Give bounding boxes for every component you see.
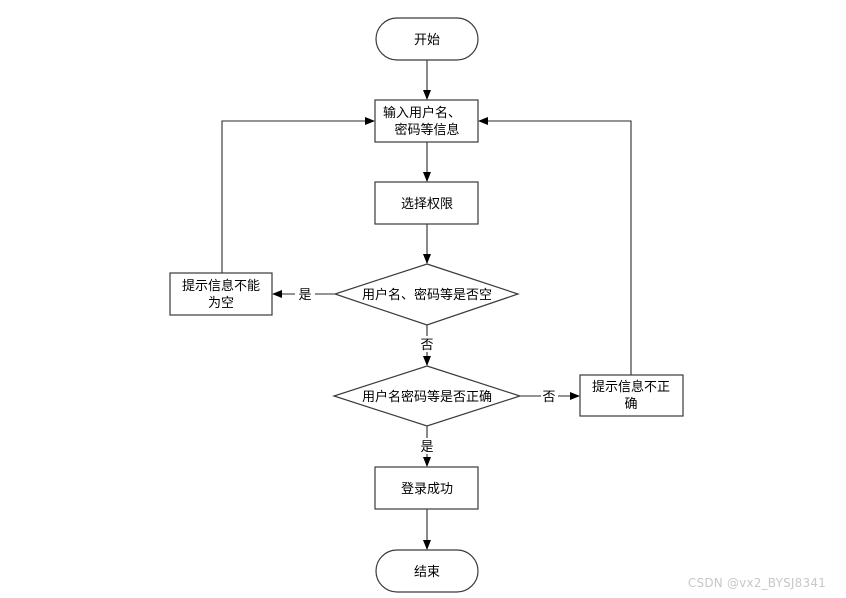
empty-tip-label-line2: 为空 <box>208 296 234 311</box>
start-label: 开始 <box>414 33 440 48</box>
edge-label-yes-empty: 是 <box>298 288 311 303</box>
success-label: 登录成功 <box>401 482 453 497</box>
end-terminal <box>375 549 479 593</box>
check-correct-decision <box>332 365 522 427</box>
watermark: CSDN @vx2_BYSJ8341 <box>687 576 826 590</box>
empty-tip-label-line1: 提示信息不能 <box>182 278 260 294</box>
edge-label-no-correct: 否 <box>542 390 555 405</box>
input-label-line1: 输入用户名、 <box>383 105 461 121</box>
node-input: 输入用户名、 密码等信息 <box>374 99 479 143</box>
edges <box>221 60 632 550</box>
check-empty-label: 用户名、密码等是否空 <box>362 287 492 303</box>
edge-empty-tip-to-input <box>221 117 375 273</box>
node-wrong-tip: 提示信息不正 确 <box>579 374 684 417</box>
node-select-role: 选择权限 <box>374 181 479 225</box>
edge-label-yes-correct: 是 <box>420 440 433 455</box>
wrong-tip-process-box <box>579 374 684 417</box>
node-check-correct: 用户名密码等是否正确 <box>332 365 522 427</box>
node-end: 结束 <box>375 549 479 593</box>
check-correct-label: 用户名密码等是否正确 <box>362 389 492 405</box>
select-role-process-box <box>374 181 479 225</box>
node-success: 登录成功 <box>374 466 479 510</box>
success-process-box <box>374 466 479 510</box>
input-process-box <box>374 99 479 143</box>
empty-tip-process-box <box>169 272 273 316</box>
wrong-tip-label-line2: 确 <box>624 397 637 412</box>
input-label-line2: 密码等信息 <box>394 122 459 138</box>
end-label: 结束 <box>414 565 440 580</box>
wrong-tip-label-line1: 提示信息不正 <box>592 379 670 395</box>
node-empty-tip: 提示信息不能 为空 <box>169 272 273 316</box>
edge-wrong-tip-to-input <box>478 117 632 375</box>
start-terminal <box>375 17 479 61</box>
edge-label-no-empty: 否 <box>420 338 433 353</box>
select-role-label: 选择权限 <box>401 196 453 212</box>
node-start: 开始 <box>375 17 479 61</box>
node-check-empty: 用户名、密码等是否空 <box>333 263 520 326</box>
check-empty-decision <box>333 263 520 326</box>
